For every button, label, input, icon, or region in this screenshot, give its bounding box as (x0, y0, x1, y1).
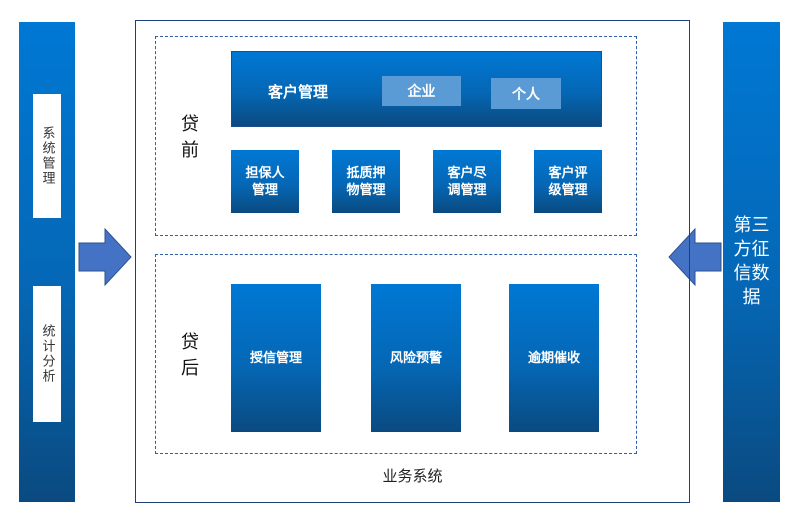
right-arrow-icon (78, 228, 132, 286)
third-party-credit-data-label: 第三 方征 信数 据 (734, 214, 770, 310)
business-system-caption: 业务系统 (382, 467, 443, 485)
risk-warning-module[interactable]: 风险预警 (371, 284, 461, 432)
label-line: 信数 (733, 263, 770, 284)
post-loan-label: 贷后 (181, 332, 199, 379)
third-party-credit-data-column: 第三 方征 信数 据 (723, 22, 780, 502)
business-system-box: 业务系统 (135, 20, 690, 503)
module-label: 担保人 (245, 165, 285, 181)
system-management-panel: 系统管理 (33, 94, 61, 218)
module-label: 抵质押 (346, 165, 386, 181)
left-arrow-icon (668, 228, 722, 286)
pre-loan-label: 贷前 (181, 114, 199, 161)
collateral-management-module[interactable]: 抵质押物管理 (332, 150, 400, 213)
credit-granting-module[interactable]: 授信管理 (231, 284, 321, 432)
label-line: 方征 (733, 239, 770, 260)
due-diligence-management-module[interactable]: 客户尽调管理 (433, 150, 501, 213)
module-label: 级管理 (548, 182, 588, 198)
module-label: 物管理 (346, 182, 386, 198)
module-label: 客户评 (548, 165, 588, 181)
pre-loan-section (155, 36, 637, 236)
label-line: 据 (742, 287, 761, 308)
guarantor-management-module[interactable]: 担保人管理 (231, 150, 299, 213)
post-loan-section (155, 254, 637, 454)
label-line: 第三 (733, 215, 770, 236)
overdue-collection-module[interactable]: 逾期催收 (509, 284, 599, 432)
statistics-analysis-panel: 统计分析 (33, 286, 61, 422)
individual-option[interactable]: 个人 (491, 78, 561, 109)
module-label: 客户尽 (447, 165, 487, 181)
customer-management-box[interactable]: 客户管理 企业 个人 (231, 51, 602, 127)
customer-management-title: 客户管理 (268, 83, 329, 101)
customer-rating-management-module[interactable]: 客户评级管理 (534, 150, 602, 213)
module-label: 调管理 (447, 182, 487, 198)
module-label: 管理 (251, 182, 278, 198)
enterprise-option[interactable]: 企业 (382, 76, 461, 106)
left-column: 系统管理 统计分析 (19, 22, 75, 502)
